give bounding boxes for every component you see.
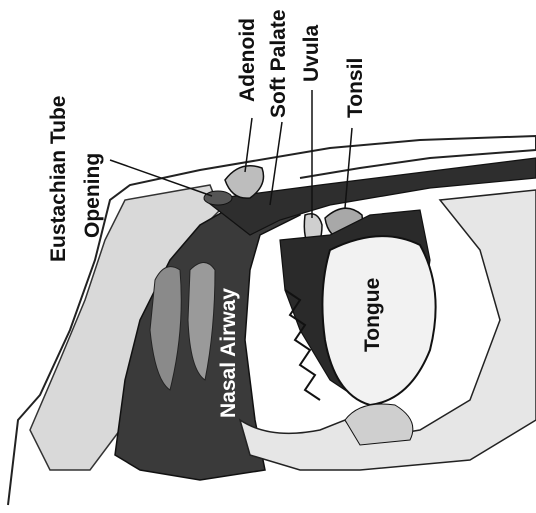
eustachian-opening-shape xyxy=(204,191,232,205)
label-tongue: Tongue xyxy=(362,278,383,352)
label-eustachian-tube: Eustachian Tube xyxy=(48,96,69,262)
label-soft-palate: Soft Palate xyxy=(268,9,289,118)
label-uvula: Uvula xyxy=(301,25,322,82)
label-eustachian-opening: Opening xyxy=(82,153,103,238)
label-tonsil: Tonsil xyxy=(345,58,366,118)
label-nasal-airway: Nasal Airway xyxy=(218,288,239,418)
label-adenoid: Adenoid xyxy=(237,18,258,102)
